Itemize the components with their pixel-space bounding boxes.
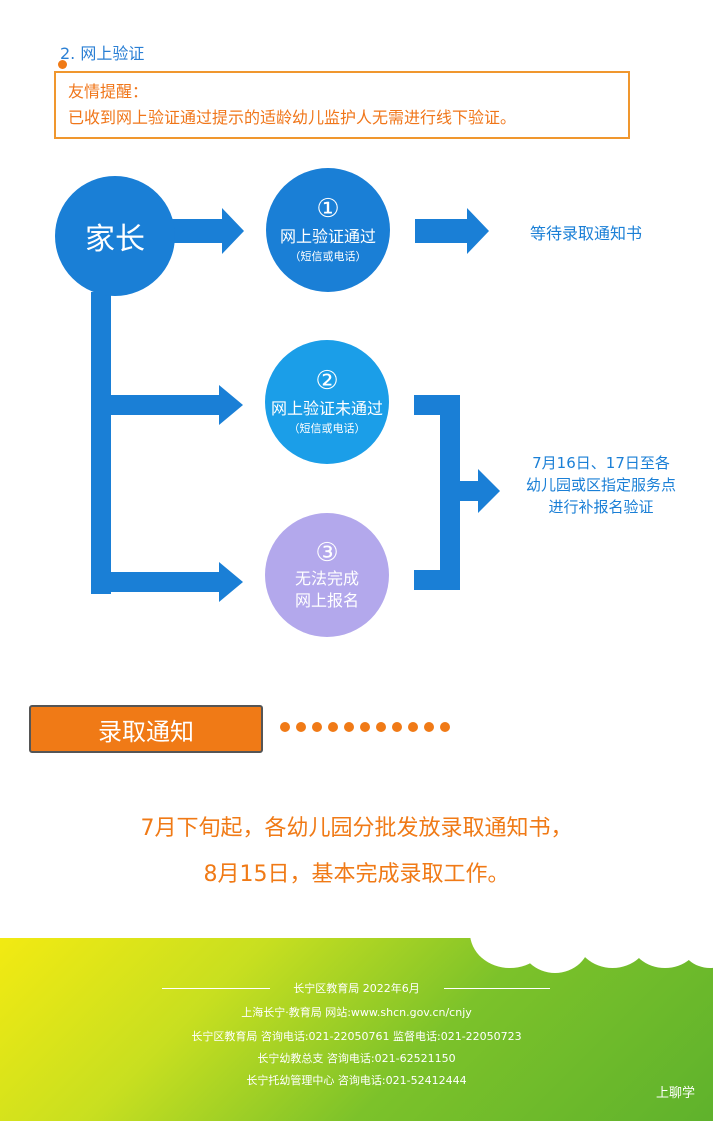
footer-line-5: 长宁托幼管理中心 咨询电话:021-52412444 xyxy=(246,1074,467,1087)
branch-to-step3 xyxy=(91,572,221,592)
dot xyxy=(328,722,338,732)
step2-title: 网上验证未通过 xyxy=(270,399,383,418)
footer-line-2: 上海长宁·教育局 网站:www.shcn.gov.cn/cnjy xyxy=(241,1006,472,1019)
step1-node: ① 网上验证通过 （短信或电话） xyxy=(266,168,390,292)
footer-rule-right xyxy=(444,988,550,989)
flow-arrows xyxy=(91,208,500,602)
footer-line-3: 长宁区教育局 咨询电话:021-22050761 监督电话:021-220507… xyxy=(191,1030,522,1043)
dot xyxy=(408,722,418,732)
dot xyxy=(424,722,434,732)
footer: 长宁区教育局 2022年6月 上海长宁·教育局 网站:www.shcn.gov.… xyxy=(0,938,713,1121)
arrowhead-step2 xyxy=(219,385,243,425)
watermark: 上聊学 xyxy=(655,1086,695,1101)
branch-to-step2 xyxy=(91,395,221,415)
section-title: 2. 网上验证 xyxy=(60,44,145,63)
arrowhead-step3 xyxy=(219,562,243,602)
makeup-line-2: 幼儿园或区指定服务点 xyxy=(525,476,676,494)
footer-rule-left xyxy=(162,988,270,989)
reminder-heading: 友情提醒： xyxy=(68,82,149,101)
dot xyxy=(360,722,370,732)
dot xyxy=(440,722,450,732)
footer-line-1: 长宁区教育局 2022年6月 xyxy=(293,982,420,995)
arrowhead-makeup xyxy=(478,469,500,513)
dot xyxy=(344,722,354,732)
parent-label: 家长 xyxy=(85,222,145,257)
notice-line-2: 8月15日，基本完成录取工作。 xyxy=(203,862,510,887)
step3-title-line2: 网上报名 xyxy=(294,591,359,610)
dot xyxy=(312,722,322,732)
makeup-line-1: 7月16日、17日至各 xyxy=(532,454,670,472)
cloud-decoration xyxy=(680,938,713,968)
decorative-dots xyxy=(280,722,450,732)
trunk-vertical xyxy=(91,292,111,594)
step2-subtitle: （短信或电话） xyxy=(288,422,366,435)
step2-node: ② 网上验证未通过 （短信或电话） xyxy=(265,340,389,464)
makeup-line-3: 进行补报名验证 xyxy=(548,498,654,516)
step2-number: ② xyxy=(315,366,339,396)
parent-node: 家长 xyxy=(55,176,175,296)
footer-line-4: 长宁幼教总支 咨询电话:021-62521150 xyxy=(257,1052,456,1065)
step1-subtitle: （短信或电话） xyxy=(289,250,367,263)
arrow-parent-to-step1 xyxy=(170,208,244,254)
result-makeup-registration: 7月16日、17日至各 幼儿园或区指定服务点 进行补报名验证 xyxy=(485,452,713,518)
reminder-box: 友情提醒： 已收到网上验证通过提示的适龄幼儿监护人无需进行线下验证。 xyxy=(54,71,630,139)
dot xyxy=(392,722,402,732)
step3-node: ③ 无法完成 网上报名 xyxy=(265,513,389,637)
section-dot xyxy=(58,60,67,69)
bracket-out xyxy=(440,481,480,501)
step3-title-line1: 无法完成 xyxy=(294,569,359,588)
admission-notice-label: 录取通知 xyxy=(29,705,263,753)
step3-number: ③ xyxy=(315,538,339,568)
result-wait-notice: 等待录取通知书 xyxy=(530,224,643,243)
step1-number: ① xyxy=(316,194,340,224)
dot xyxy=(296,722,306,732)
dot xyxy=(376,722,386,732)
step1-title: 网上验证通过 xyxy=(279,227,376,246)
reminder-text: 已收到网上验证通过提示的适龄幼儿监护人无需进行线下验证。 xyxy=(68,108,517,127)
notice-line-1: 7月下旬起，各幼儿园分批发放录取通知书， xyxy=(140,816,573,841)
dot xyxy=(280,722,290,732)
arrow-step1-to-wait xyxy=(415,208,489,254)
